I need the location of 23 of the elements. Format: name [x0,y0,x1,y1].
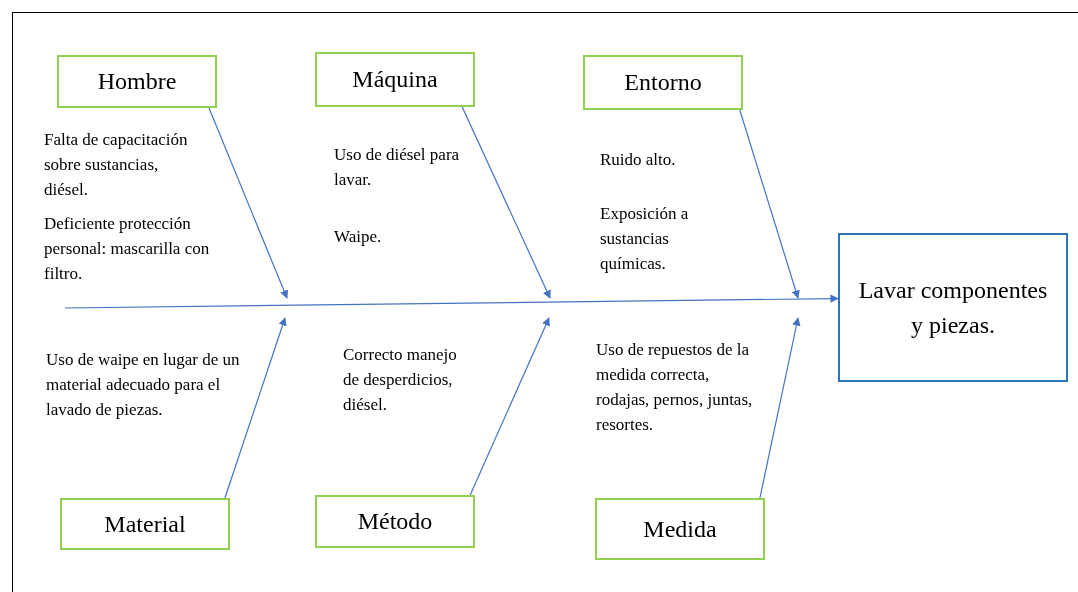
arrow [461,106,551,299]
cause-text: Waipe. [334,226,383,248]
category-box: Material [60,498,230,550]
cause-text: Uso de diésel para lavar. [334,144,461,191]
arrow [759,317,801,499]
cause-text: Ruido alto. [600,149,677,171]
arrow [64,294,839,309]
cause-text: Correcto manejo de desperdicios, diésel. [343,344,458,416]
effect-box: Lavar componentes y piezas. [838,233,1068,382]
category-box: Medida [595,498,765,560]
arrow [208,107,288,299]
category-box: Máquina [315,52,475,107]
cause-text: Uso de waipe en lugar de un material adecuado para el lavado de piezas. [46,349,241,421]
cause-text: Deficiente protección personal: mascarilla con filtro. [44,213,211,285]
category-box: Entorno [583,55,743,110]
arrow [224,317,287,499]
arrow [739,109,800,299]
cause-text: Exposición a sustancias químicas. [600,203,690,275]
arrow [469,317,550,496]
cause-text: Falta de capacitación sobre sustancias, diésel. [44,129,189,201]
category-box: Método [315,495,475,548]
category-box: Hombre [57,55,217,108]
cause-text: Uso de repuestos de la medida correcta, rodajas, pernos, juntas, resortes. [596,339,754,436]
